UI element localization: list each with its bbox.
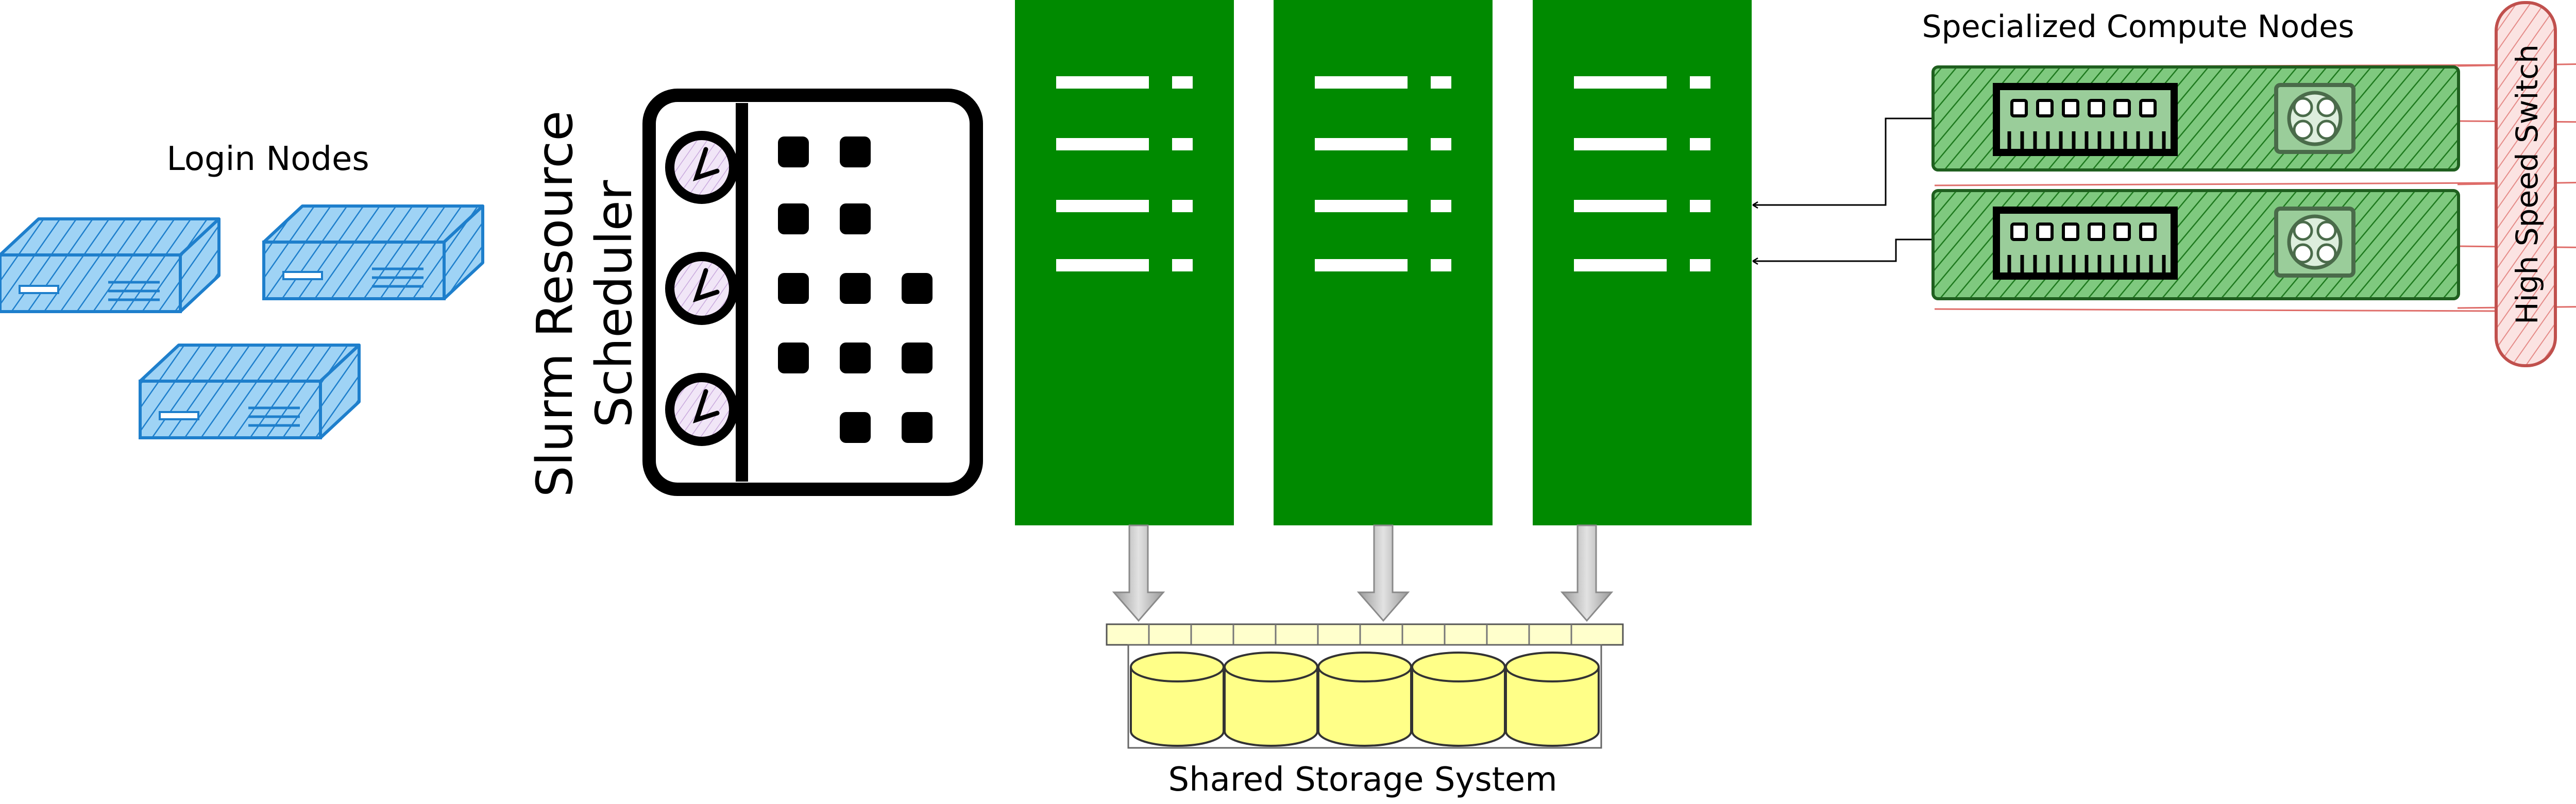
disk-cylinder-icon-3 [1317, 652, 1412, 747]
clock-icon-2 [665, 252, 738, 325]
storage-enclosure [1127, 644, 1602, 749]
disk-cylinder-icon-5 [1505, 652, 1600, 747]
arrow-down-icon-2 [1357, 524, 1410, 622]
rack-server-icon-3 [1533, 0, 1752, 525]
storage-arrows-group [1112, 524, 1614, 622]
high-speed-switch-label: High Speed Switch [2510, 44, 2545, 324]
arrow-down-icon-1 [1112, 524, 1165, 622]
rack-server-icon-1 [1015, 0, 1234, 525]
specialized-compute-label: Specialized Compute Nodes [1922, 9, 2354, 45]
disk-cylinder-icon-4 [1411, 652, 1506, 747]
storage-bus-bar [1106, 623, 1624, 646]
slurm-scheduler-group: Slurm Resource Scheduler [526, 89, 983, 498]
specialized-connectors [1753, 117, 1933, 261]
arrow-down-icon-3 [1560, 524, 1614, 622]
rack-server-icon-2 [1274, 0, 1493, 525]
clock-icon-3 [665, 373, 738, 446]
scheduler-label-line1: Slurm Resource [526, 111, 584, 498]
login-node-1 [0, 217, 221, 313]
login-nodes-label: Login Nodes [166, 140, 369, 178]
scheduler-label-line2: Scheduler [585, 180, 643, 427]
shared-storage-label: Shared Storage System [1168, 761, 1557, 799]
calendar-clock-icon [642, 89, 983, 496]
network-switch-icon: High Speed Switch [2495, 1, 2557, 367]
gpu-node-1 [1931, 65, 2460, 172]
schedule-grid [778, 136, 933, 443]
fan-icon-2 [2274, 207, 2355, 278]
specialized-compute-group: Specialized Compute Nodes [1753, 1, 2576, 367]
login-nodes-group: Login Nodes [0, 140, 484, 439]
disk-cylinder-icon-1 [1130, 652, 1225, 747]
compute-racks-group [1015, 0, 1752, 525]
login-node-3 [139, 344, 361, 439]
fan-icon-1 [2274, 83, 2355, 154]
memory-module-icon-1 [1993, 83, 2178, 156]
login-node-2 [262, 204, 484, 300]
memory-module-icon-2 [1993, 207, 2178, 280]
gpu-node-2 [1931, 189, 2460, 300]
shared-storage-group: Shared Storage System [1106, 623, 1624, 799]
clock-icon-1 [665, 131, 738, 204]
disk-cylinder-icon-2 [1224, 652, 1318, 747]
